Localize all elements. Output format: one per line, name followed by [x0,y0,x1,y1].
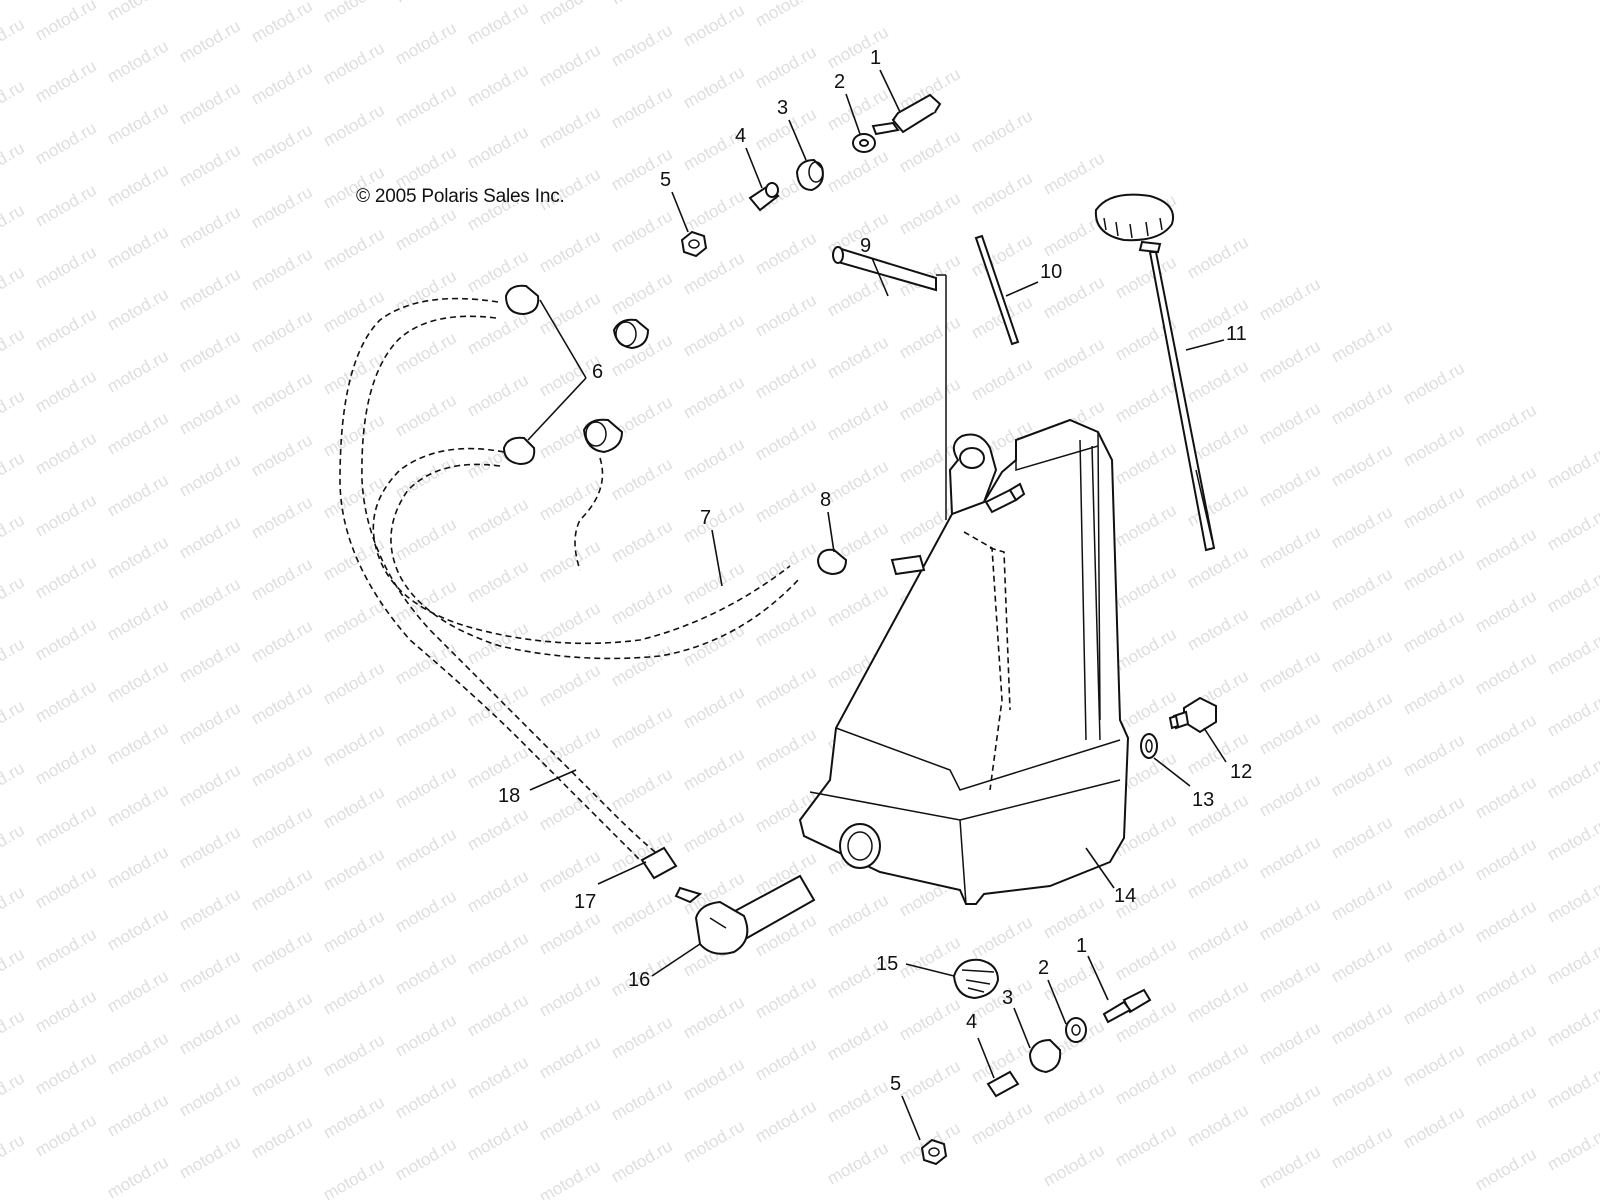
sleeve-top [748,182,780,212]
elbow-fitting [674,874,816,955]
hoses [339,297,801,861]
clamp-8 [816,548,848,576]
callout-16: 16 [628,969,651,991]
grommet-top [795,158,824,192]
vent-hose [832,246,947,520]
callout-2-top: 2 [834,71,846,93]
callout-7: 7 [700,507,712,529]
callout-6: 6 [592,361,604,383]
callout-1-top: 1 [870,47,882,69]
callout-11: 11 [1226,323,1247,345]
callout-1-bottom: 1 [1076,935,1088,957]
callout-4-top: 4 [735,125,747,147]
tie-strap [974,234,1020,346]
grommet-bottom-2 [1028,1038,1062,1074]
callout-5-top: 5 [660,169,672,191]
callout-2-bottom: 2 [1038,957,1050,979]
callout-12: 12 [1230,761,1253,783]
callout-14: 14 [1114,885,1137,907]
grommet-bottom [952,958,1000,1000]
copyright-notice: © 2005 Polaris Sales Inc. [356,186,565,207]
nut-bottom [920,1138,948,1166]
bolt-top [871,93,942,136]
nut-top [680,230,708,258]
clamps-6 [502,284,650,571]
callout-10: 10 [1040,261,1063,283]
callout-4-bottom: 4 [966,1011,978,1033]
leader-lines [527,69,1227,1141]
bolt-bottom [1102,988,1152,1024]
callout-18: 18 [498,785,521,807]
callout-15: 15 [876,953,899,975]
hose-piece [640,846,678,880]
cap-dipstick [1094,193,1216,552]
washer-bottom [1065,1017,1087,1043]
callout-8: 8 [820,489,832,511]
callout-13: 13 [1192,789,1215,811]
oil-tank [798,418,1130,905]
callout-5-bottom: 5 [890,1073,902,1095]
callout-9: 9 [860,235,872,257]
sleeve-bottom [986,1070,1020,1098]
callout-3-top: 3 [777,97,789,119]
sensor [1168,696,1217,734]
callout-3-bottom: 3 [1002,987,1014,1009]
washer-top [852,133,876,153]
callout-17: 17 [574,891,597,913]
sealing-washer [1140,733,1158,759]
